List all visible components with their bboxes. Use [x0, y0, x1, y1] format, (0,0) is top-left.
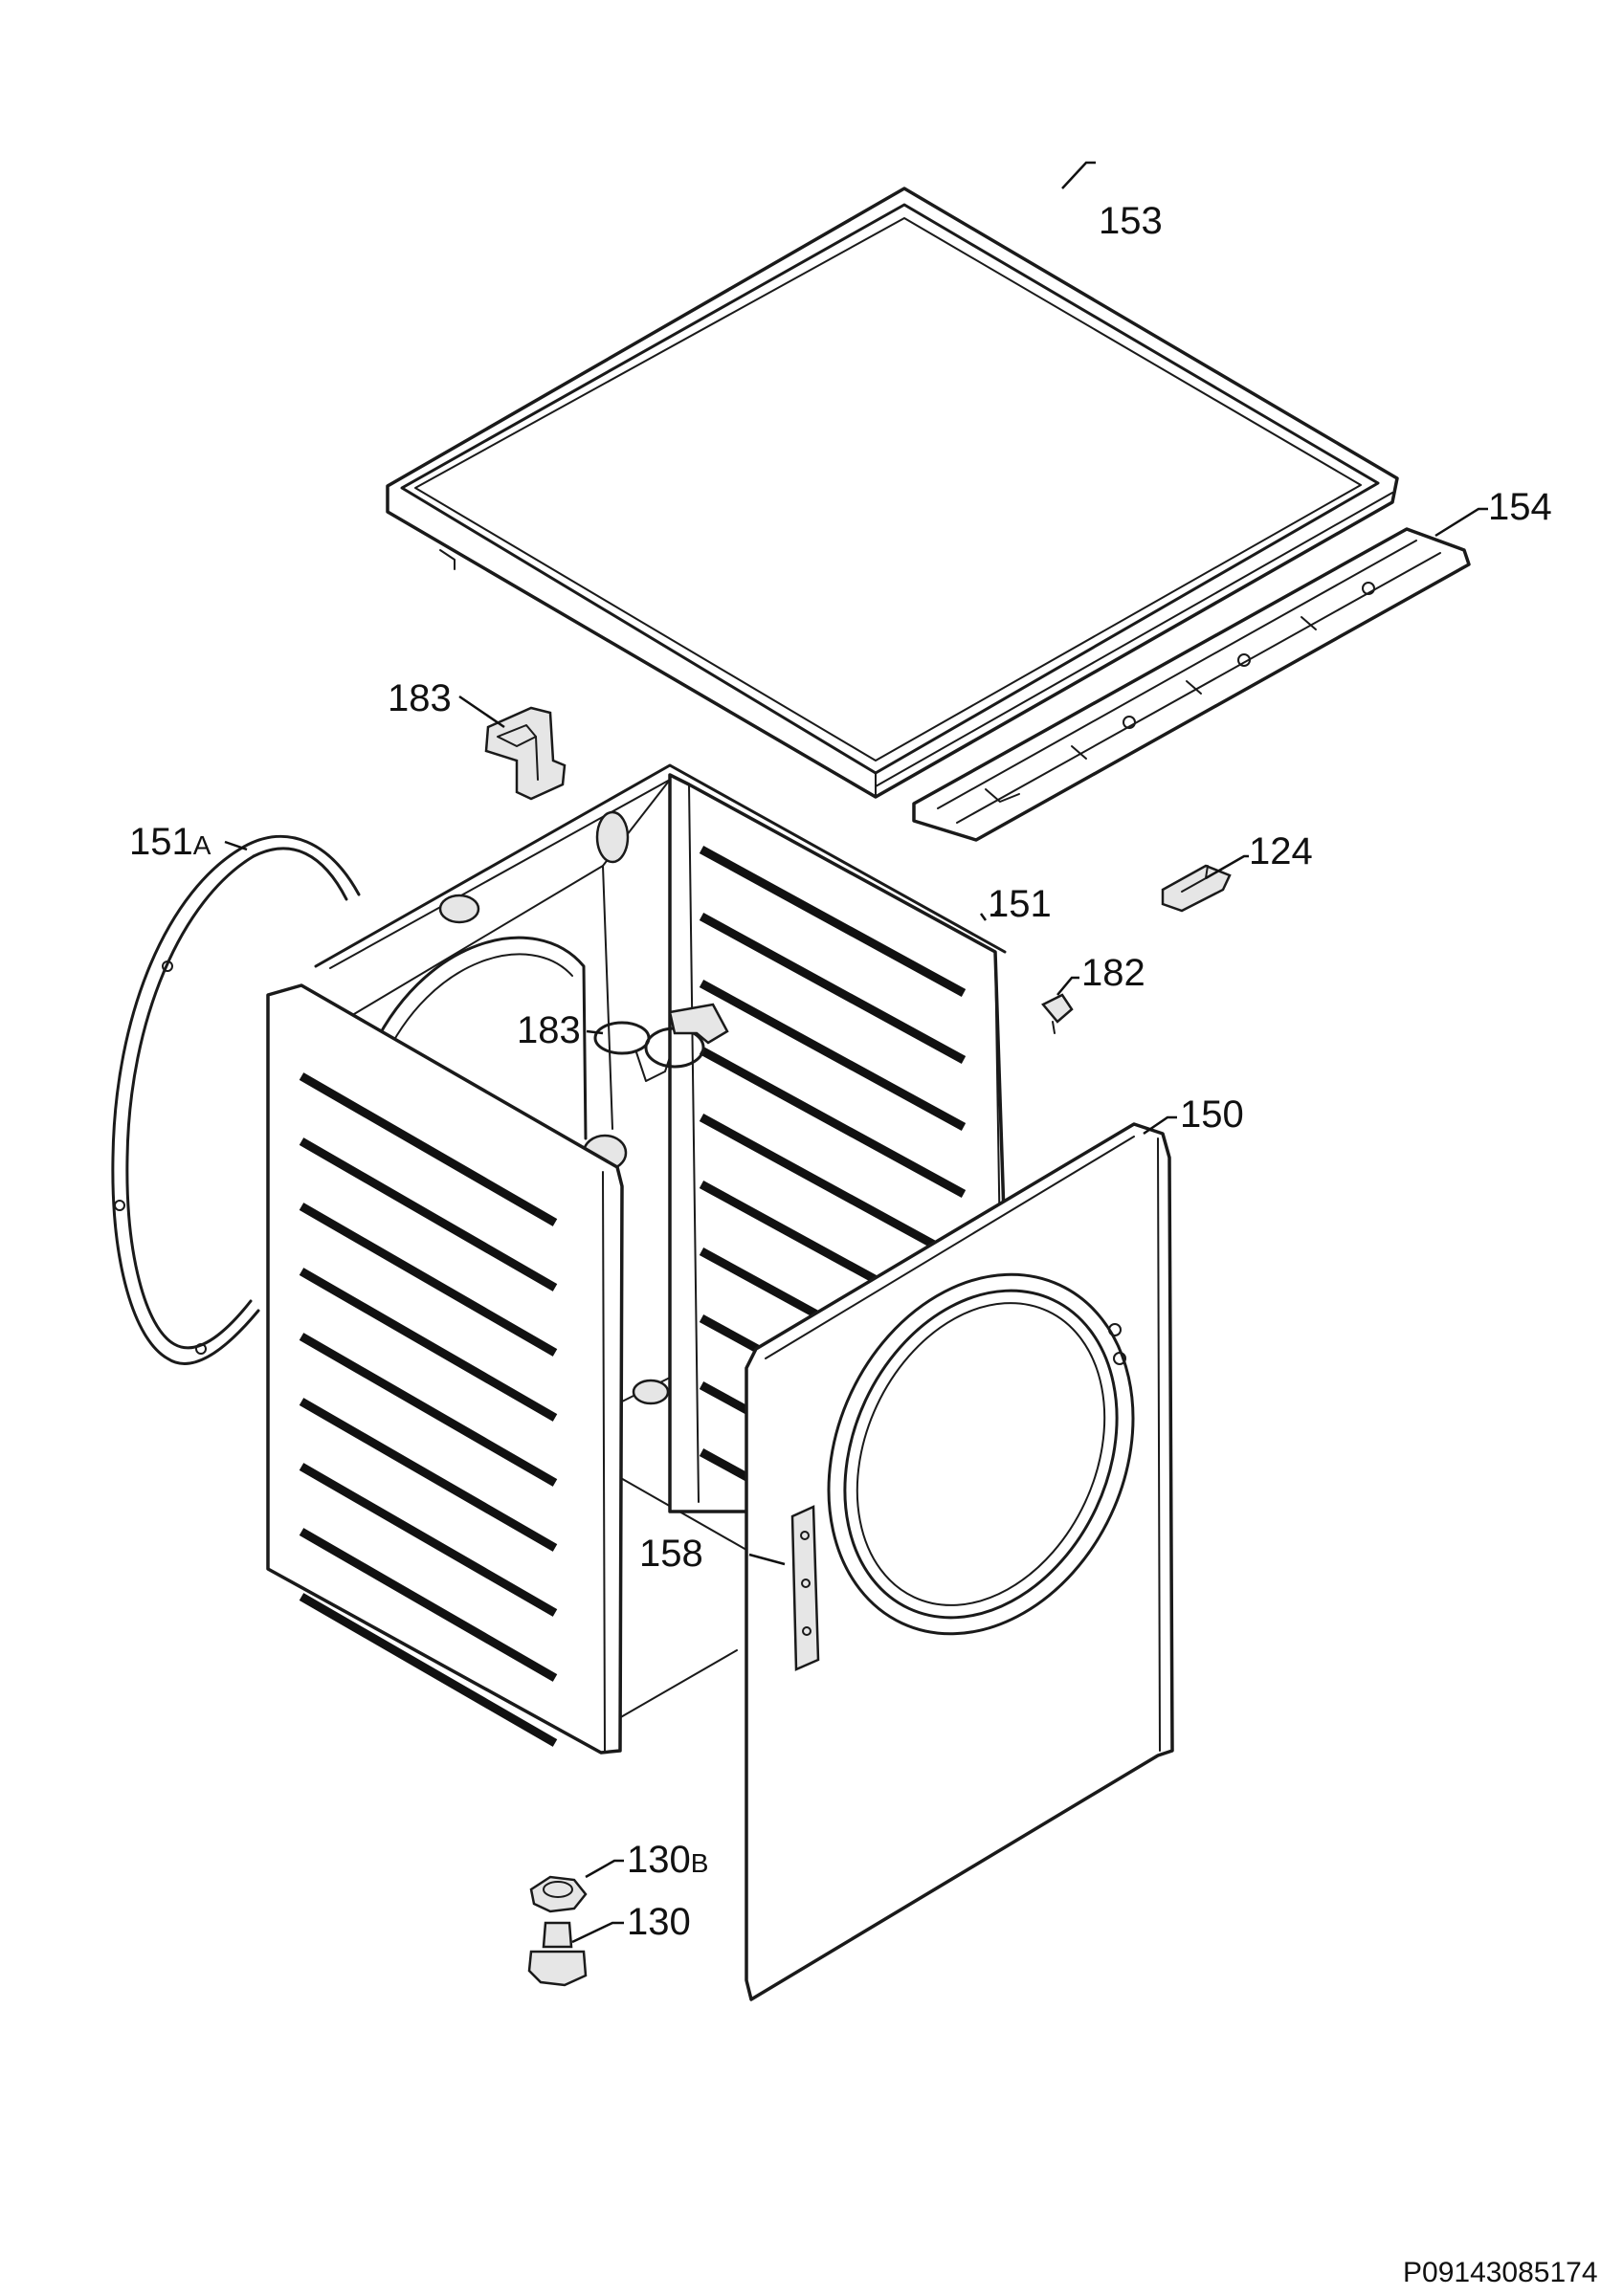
drawing-code: P09143085174: [1403, 2257, 1598, 2288]
nut-130B: [529, 1875, 588, 1913]
label-183-top: 183: [388, 677, 452, 719]
bracket-183-mid: [593, 1003, 729, 1082]
label-151: 151: [988, 883, 1052, 925]
label-151A: 151A: [129, 821, 211, 863]
label-154: 154: [1488, 486, 1552, 528]
left-side-panel: [266, 983, 624, 1755]
label-183-mid: 183: [517, 1009, 581, 1051]
door-seal-151A: [111, 834, 361, 1365]
rear-rail-154: [912, 527, 1471, 842]
label-182: 182: [1081, 952, 1145, 994]
clip-124: [1161, 864, 1232, 913]
callout-labels: 153 154 183 151A 124 151 182 183 150 158…: [129, 200, 1552, 1943]
label-124: 124: [1249, 830, 1313, 872]
leader-lines: [224, 161, 1488, 1944]
pin-182: [1041, 993, 1074, 1034]
label-130: 130: [627, 1901, 691, 1943]
top-cover-153: [386, 187, 1399, 799]
front-panel-150: [745, 1122, 1174, 2001]
label-130B: 130B: [627, 1839, 708, 1881]
hinge-strip-158: [790, 1505, 820, 1671]
label-150: 150: [1180, 1093, 1244, 1136]
left-panel-slots: [299, 1072, 558, 1747]
foot-130: [527, 1921, 588, 1987]
bracket-183-top: [484, 706, 567, 801]
label-158: 158: [639, 1533, 703, 1575]
label-153: 153: [1099, 200, 1163, 242]
